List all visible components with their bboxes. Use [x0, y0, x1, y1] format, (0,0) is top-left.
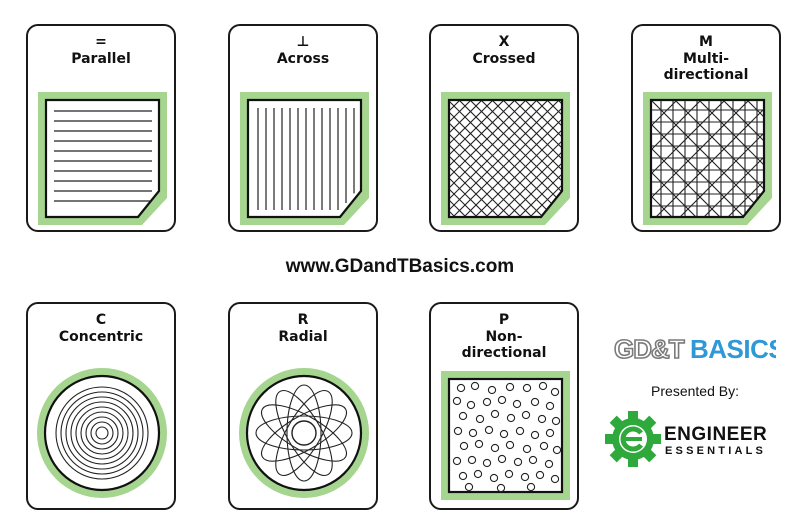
radial-lay-icon: [239, 368, 369, 498]
lay-label: Multi-directional: [663, 51, 749, 83]
lay-symbol: ⊥: [296, 34, 310, 50]
lay-symbol: C: [95, 312, 107, 328]
website-url: www.GDandTBasics.com: [285, 256, 515, 277]
concentric-lay-icon: [37, 368, 167, 498]
company-name-line2: ESSENTIALS: [665, 445, 767, 457]
lay-card-across: ⊥ Across: [228, 24, 378, 232]
svg-text:GD&T: GD&T: [614, 334, 685, 364]
lay-card-concentric: C Concentric: [26, 302, 176, 510]
lay-label: Radial: [278, 329, 328, 345]
lay-label: Across: [276, 51, 330, 67]
lay-label: Concentric: [58, 329, 144, 345]
parallel-lay-icon: [38, 92, 167, 225]
lay-symbol: M: [699, 34, 713, 50]
multidirectional-lay-icon: [643, 92, 772, 225]
lay-symbol: R: [297, 312, 309, 328]
lay-card-nondirectional: P Non-directional: [429, 302, 579, 510]
across-lay-icon: [240, 92, 369, 225]
lay-label: Non-directional: [461, 329, 547, 361]
lay-card-multidirectional: M Multi-directional: [631, 24, 781, 232]
lay-symbol: P: [498, 312, 510, 328]
lay-card-parallel: = Parallel: [26, 24, 176, 232]
lay-label: Crossed: [472, 51, 536, 67]
lay-card-radial: R Radial: [228, 302, 378, 510]
lay-symbol: X: [498, 34, 510, 50]
lay-label: Parallel: [71, 51, 131, 67]
nondirectional-lay-icon: [441, 371, 570, 500]
crossed-lay-icon: [441, 92, 570, 225]
gear-icon: [605, 411, 661, 467]
gdt-basics-logo: GD&T BASICS: [614, 334, 776, 364]
svg-text:BASICS: BASICS: [690, 334, 776, 364]
lay-symbol: =: [95, 34, 107, 50]
presented-by-text: Presented By:: [651, 383, 739, 399]
lay-card-crossed: X Crossed: [429, 24, 579, 232]
company-name-line1: ENGINEER: [664, 424, 768, 445]
